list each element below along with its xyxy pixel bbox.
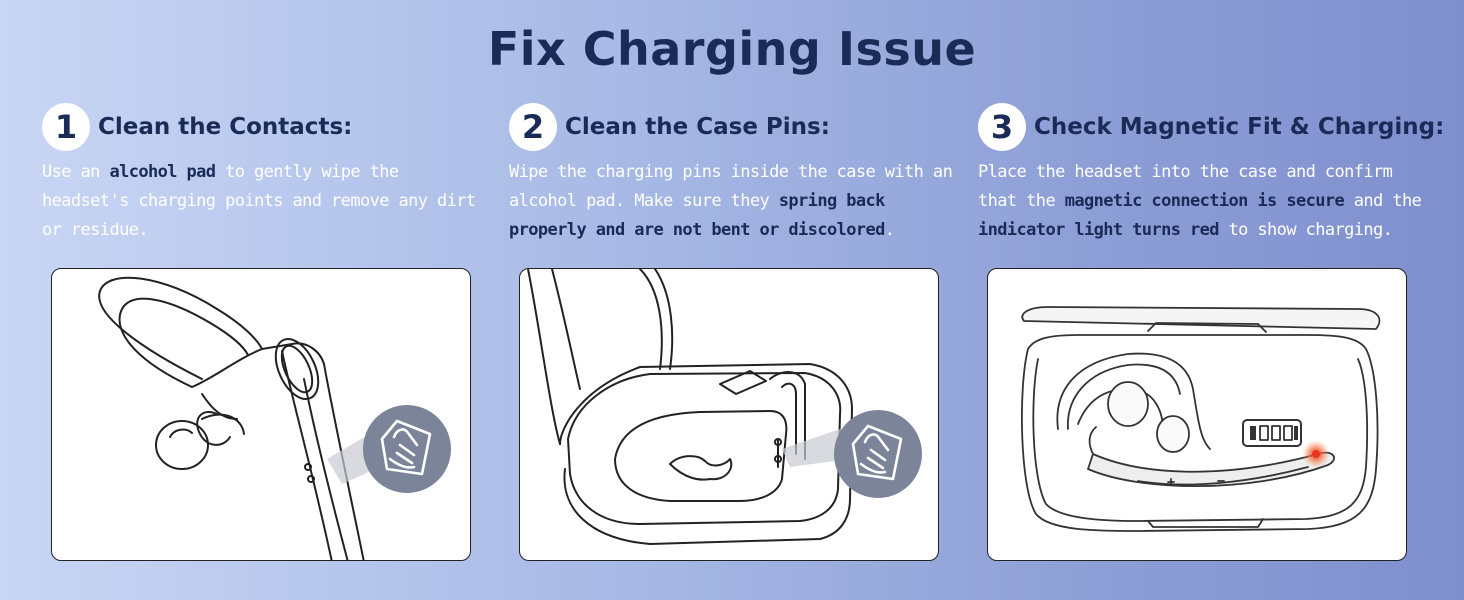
step-1-title: Clean the Contacts: [98, 114, 353, 140]
description-text: to gently wipe the headset's charging po… [42, 162, 476, 240]
step-1-number-badge: 1 [42, 103, 90, 151]
description-text: to show charging. [1218, 220, 1393, 240]
highlight-text: indicator light turns red [978, 220, 1219, 240]
case-pins-illustration-icon [527, 269, 922, 545]
description-text: Use an [42, 162, 110, 182]
step-2-title: Clean the Case Pins: [565, 114, 830, 140]
step-1-illustration-card [51, 268, 471, 561]
description-text: . [884, 220, 895, 240]
description-text: Place the headset into the case and conf… [978, 162, 1393, 211]
highlight-text: spring back properly and are not bent or… [509, 191, 885, 240]
step-3-number-badge: 3 [978, 103, 1026, 151]
step-3-illustration-card [987, 268, 1407, 561]
step-2: 2 Clean the Case Pins: Wipe the charging… [509, 102, 954, 245]
highlight-text: alcohol pad [109, 162, 216, 182]
step-3-description: Place the headset into the case and conf… [978, 158, 1426, 245]
step-1: 1 Clean the Contacts: Use an alcohol pad… [42, 102, 492, 245]
step-3: 3 Check Magnetic Fit & Charging: Place t… [978, 102, 1444, 245]
step-1-header: 1 Clean the Contacts: [42, 102, 492, 152]
highlight-text: magnetic connection is secure [1064, 191, 1345, 211]
hand-wipe-icon [363, 405, 451, 493]
step-2-header: 2 Clean the Case Pins: [509, 102, 954, 152]
step-1-description: Use an alcohol pad to gently wipe the he… [42, 158, 492, 245]
description-text: and the [1344, 191, 1422, 211]
step-3-header: 3 Check Magnetic Fit & Charging: [978, 102, 1444, 152]
description-text: Wipe the charging pins inside the case w… [509, 162, 953, 211]
step-2-number-badge: 2 [509, 103, 557, 151]
hand-wipe-icon [834, 410, 922, 498]
headset-wipe-illustration-icon [98, 276, 451, 560]
headset-in-case-illustration-icon [1021, 306, 1381, 532]
step-3-title: Check Magnetic Fit & Charging: [1034, 114, 1445, 140]
page-title: Fix Charging Issue [487, 22, 977, 76]
step-2-description: Wipe the charging pins inside the case w… [509, 158, 954, 245]
step-2-illustration-card [519, 268, 939, 561]
